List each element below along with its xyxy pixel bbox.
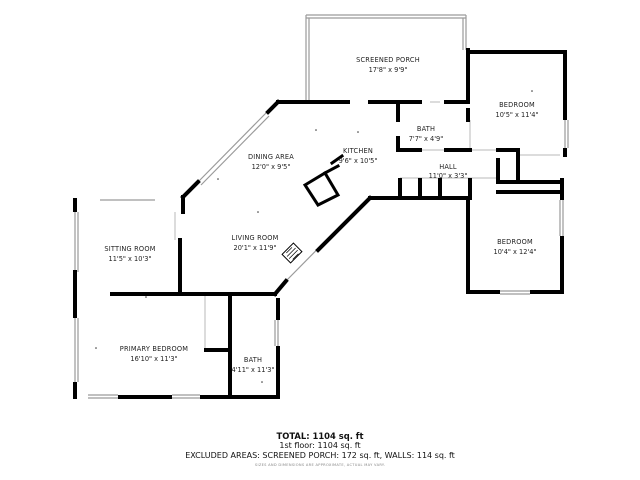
room-dimensions: 17'8" x 9'9"	[369, 66, 408, 74]
room-label-bedroom-1: BEDROOM 10'5" x 11'4"	[496, 101, 539, 119]
room-label-sitting-room: SITTING ROOM 11'5" x 10'3"	[104, 245, 155, 263]
room-name: PRIMARY BEDROOM	[120, 345, 189, 353]
room-name: BATH	[244, 356, 262, 364]
room-label-dining-area: DINING AREA 12'0" x 9'5"	[248, 153, 294, 171]
room-dimensions: 11'5" x 10'3"	[109, 255, 152, 263]
room-name: BATH	[417, 125, 435, 133]
walls	[73, 48, 567, 399]
room-dimensions: 4'11" x 11'3"	[232, 366, 275, 374]
room-label-living-room: LIVING ROOM 20'1" x 11'9"	[231, 234, 278, 252]
room-label-bedroom-2: BEDROOM 10'4" x 12'4"	[494, 238, 537, 256]
room-label-primary-bedroom: PRIMARY BEDROOM 16'10" x 11'3"	[120, 345, 189, 363]
room-label-bath-1: BATH 7'7" x 4'9"	[409, 125, 444, 143]
room-dimensions: 16'10" x 11'3"	[130, 355, 177, 363]
total-area-text: TOTAL: 1104 sq. ft	[276, 431, 364, 441]
room-dimensions: 12'0" x 9'5"	[252, 163, 291, 171]
room-dimensions: 10'4" x 12'4"	[494, 248, 537, 256]
thin-lines	[74, 14, 569, 399]
fireplace-icon	[281, 242, 303, 264]
total-area: TOTAL: 1104 sq. ft	[0, 431, 640, 441]
room-label-screened-porch: SCREENED PORCH 17'8" x 9'9"	[356, 56, 420, 74]
room-name: BEDROOM	[499, 101, 535, 109]
room-dimensions: 11'0" x 3'3"	[429, 172, 468, 180]
room-name: DINING AREA	[248, 153, 294, 161]
room-label-hall: HALL 11'0" x 3'3"	[429, 163, 468, 180]
excluded-areas: EXCLUDED AREAS: SCREENED PORCH: 172 sq. …	[185, 451, 455, 460]
room-name: SCREENED PORCH	[356, 56, 420, 64]
room-name: LIVING ROOM	[231, 234, 278, 242]
room-dimensions: 20'1" x 11'9"	[234, 244, 277, 252]
room-name: KITCHEN	[343, 147, 373, 155]
room-name: HALL	[439, 163, 457, 171]
room-dimensions: 10'5" x 11'4"	[496, 111, 539, 119]
room-name: BEDROOM	[497, 238, 533, 246]
outlet-dots	[95, 90, 533, 383]
disclaimer: SIZES AND DIMENSIONS ARE APPROXIMATE, AC…	[254, 463, 386, 467]
room-label-bath-2: BATH 4'11" x 11'3"	[232, 356, 275, 374]
floor-area: 1st floor: 1104 sq. ft	[279, 441, 361, 450]
room-dimensions: 7'7" x 4'9"	[409, 135, 444, 143]
room-dimensions: 9'6" x 10'5"	[339, 157, 378, 165]
room-label-kitchen: KITCHEN 9'6" x 10'5"	[339, 147, 378, 165]
room-name: SITTING ROOM	[104, 245, 155, 253]
